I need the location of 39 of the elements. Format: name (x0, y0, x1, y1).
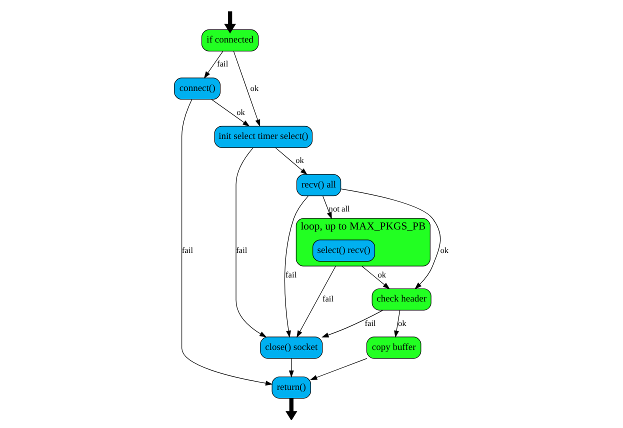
edge-label: ok (236, 108, 245, 117)
edge-label: ok (250, 84, 259, 93)
arrow (322, 310, 384, 338)
node-box: init select timer select() (214, 126, 313, 148)
arrow (288, 358, 294, 378)
arrow (322, 196, 332, 220)
edge-label: not all (328, 204, 350, 214)
node-box: recv() all (296, 174, 342, 196)
arrow (340, 188, 441, 290)
edge-label: ok (440, 246, 449, 255)
edge-label: fail (286, 270, 297, 280)
arrow (310, 358, 368, 380)
arrow (284, 196, 309, 338)
arrow (286, 398, 298, 420)
arrow (296, 266, 336, 338)
edge-label: ok (296, 156, 304, 166)
node-box: return() (272, 376, 312, 399)
node-box: check header (372, 288, 432, 310)
arrow (233, 50, 260, 127)
arrow (204, 50, 224, 79)
edge-label: fail (217, 60, 228, 69)
node-box: if connected (201, 29, 259, 52)
node-box: select() recv() (312, 240, 376, 262)
edge-label: fail (364, 318, 376, 328)
node-box: close() socket (260, 336, 323, 359)
arrow (275, 147, 308, 175)
edge-label: ok (398, 318, 406, 328)
arrow (236, 147, 267, 338)
node-box: connect() (174, 78, 221, 100)
arrow (394, 310, 400, 338)
arrow (362, 266, 390, 290)
node-box: copy buffer (366, 336, 422, 359)
edge-label: fail (322, 294, 334, 304)
edge-label: ok (378, 270, 386, 280)
edge-label: fail (182, 246, 194, 255)
edge-label: fail (236, 246, 248, 255)
arrow (224, 11, 236, 34)
arrow (182, 99, 273, 386)
arrow (211, 99, 250, 127)
